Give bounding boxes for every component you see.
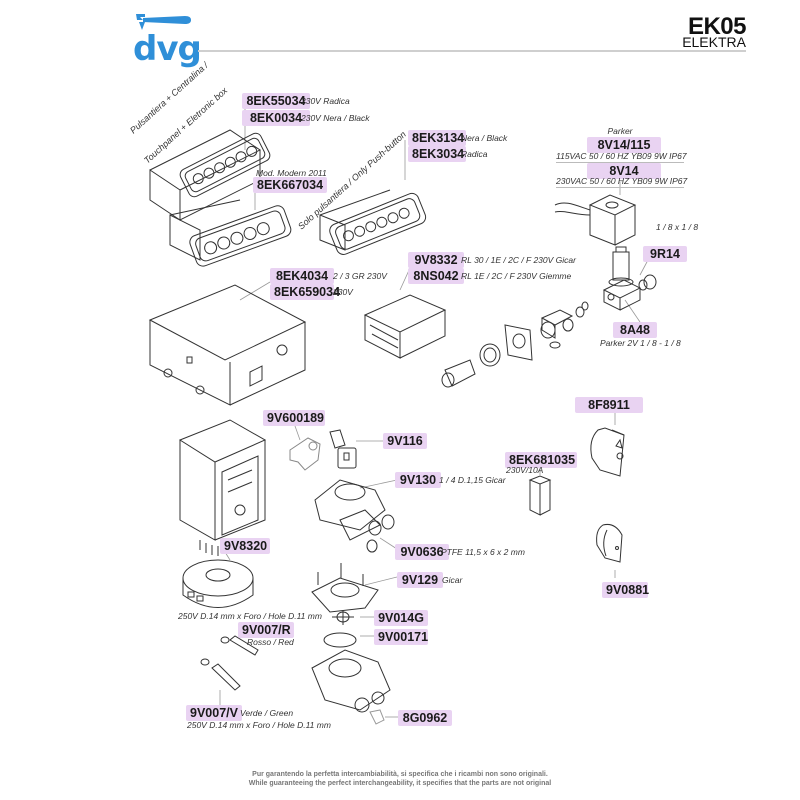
part-note-8ek3034: Radica	[461, 149, 488, 159]
part-label-8ek55034[interactable]: 8EK55034	[242, 93, 310, 109]
header-divider	[198, 50, 746, 52]
part-prenote-8ek667034: Mod. Modern 2011	[256, 168, 327, 178]
control-knob	[597, 524, 622, 562]
push-button-panel	[320, 190, 428, 257]
part-label-9v8320[interactable]: 9V8320	[220, 538, 270, 554]
part-label-8ek4034[interactable]: 8EK4034	[270, 268, 334, 284]
level-control-box	[180, 420, 265, 556]
part-label-9v014g[interactable]: 9V014G	[374, 610, 428, 626]
solenoid-valve-body	[604, 247, 640, 310]
part-label-9v007v[interactable]: 9V007/V	[186, 705, 242, 721]
part-label-9v130[interactable]: 9V130	[395, 472, 441, 488]
part-label-8ek3134[interactable]: 8EK3134	[408, 130, 466, 146]
part-label-8f8911[interactable]: 8F8911	[575, 397, 643, 413]
part-label-9r14[interactable]: 9R14	[643, 246, 687, 262]
part-label-9v600189[interactable]: 9V600189	[263, 410, 325, 426]
footer-disclaimer-en: While guaranteeing the perfect interchan…	[248, 780, 552, 787]
part-note-9v8320: 250V D.14 mm x Foro / Hole D.11 mm	[178, 611, 322, 621]
relay-module	[365, 295, 445, 358]
o-ring	[324, 633, 356, 647]
elbow-fitting	[541, 310, 573, 348]
mounting-plate	[505, 325, 532, 360]
probe-red	[221, 636, 258, 655]
part-note-8v14-115: 115VAC 50 / 60 HZ YB09 9W IP67	[556, 151, 687, 163]
part-prenote-9r14: 1 / 8 x 1 / 8	[656, 222, 699, 232]
part-note-9v129: Gicar	[442, 575, 463, 585]
part-note-8v14: 230VAC 50 / 60 HZ YB09 9W IP67	[556, 176, 688, 188]
part-label-8v14[interactable]: 8V14	[587, 163, 661, 179]
part-label-8ek667034[interactable]: 8EK667034	[253, 177, 327, 193]
washer-small	[582, 302, 588, 310]
part-label-9v116[interactable]: 9V116	[383, 433, 427, 449]
part-label-8ek659034[interactable]: 8EK659034	[270, 284, 340, 300]
part-label-9v0881[interactable]: 9V0881	[602, 582, 649, 598]
jet-nozzle	[370, 710, 384, 724]
part-note-8ns042: RL 1E / 2C / F 230V Giemme	[461, 271, 572, 281]
part-note-8ek0034: 230V Nera / Black	[301, 113, 370, 123]
electronic-control-box	[150, 285, 305, 405]
model-title: EK05	[687, 13, 747, 40]
part-label-8ek681035[interactable]: 8EK681035	[505, 452, 577, 468]
part-note-9v8332: RL 30 / 1E / 2C / F 230V Gicar	[461, 255, 576, 265]
part-label-9v007r[interactable]: 9V007/R	[238, 622, 294, 638]
part-label-9v0636[interactable]: 9V0636	[395, 544, 449, 560]
connector-cover	[290, 438, 320, 470]
level-probe-holder	[183, 560, 253, 608]
nut-small	[576, 307, 584, 317]
ptfe-gasket	[367, 540, 377, 552]
coffee-spout-icon	[136, 14, 191, 30]
relay-cube	[530, 476, 550, 515]
model-subtitle: ELEKTRA	[682, 34, 746, 50]
connector-coil	[330, 430, 356, 468]
flowmeter-flange	[312, 563, 378, 612]
part-note-9v007r: Rosso / Red	[247, 637, 294, 647]
threaded-nipple	[442, 360, 475, 387]
hex-nut	[480, 344, 500, 366]
dvg-logo: dvg	[133, 12, 202, 66]
part-note-9v0636: PTFE 11,5 x 6 x 2 mm	[441, 547, 525, 557]
part-label-9v8332[interactable]: 9V8332	[408, 252, 464, 268]
part-label-9v129[interactable]: 9V129	[397, 572, 443, 588]
part-note-8ek681035: 230V/10A	[506, 465, 544, 475]
part-note-9v130: 1 / 4 D.1,15 Gicar	[439, 475, 506, 485]
impeller	[332, 610, 354, 625]
part-note-8ek3134: Nera / Black	[461, 133, 508, 143]
part-note2-9v007v: 250V D.14 mm x Foro / Hole D.11 mm	[187, 720, 331, 730]
steam-knob	[591, 428, 624, 476]
fitting-9r14	[639, 275, 656, 290]
part-label-9v00171[interactable]: 9V00171	[374, 629, 428, 645]
part-note-8ek55034: 230V Radica	[301, 96, 350, 106]
part-label-8ek3034[interactable]: 8EK3034	[408, 146, 466, 162]
flowmeter	[315, 480, 394, 540]
part-prenote-8v14-115: Parker	[607, 126, 633, 136]
part-note-9v007v: Verde / Green	[240, 708, 294, 718]
solenoid-coil	[555, 195, 635, 245]
probe-green	[201, 659, 240, 690]
part-label-8a48[interactable]: 8A48	[613, 322, 657, 338]
brand-name: dvg	[133, 29, 202, 69]
part-label-8g0962[interactable]: 8G0962	[398, 710, 452, 726]
footer-disclaimer-it: Pur garantendo la perfetta intercambiabi…	[252, 771, 548, 778]
part-label-8ns042[interactable]: 8NS042	[408, 268, 464, 284]
part-label-8v14-115[interactable]: 8V14/115	[587, 137, 661, 153]
part-note-8a48: Parker 2V 1 / 8 - 1 / 8	[600, 338, 681, 348]
touchpanel-modern	[170, 200, 293, 268]
part-note-8ek4034: 2 / 3 GR 230V	[333, 271, 387, 281]
part-label-8ek0034[interactable]: 8EK0034	[242, 110, 310, 126]
part-note-8ek659034: 230V	[333, 287, 353, 297]
flowmeter-body	[312, 650, 390, 712]
